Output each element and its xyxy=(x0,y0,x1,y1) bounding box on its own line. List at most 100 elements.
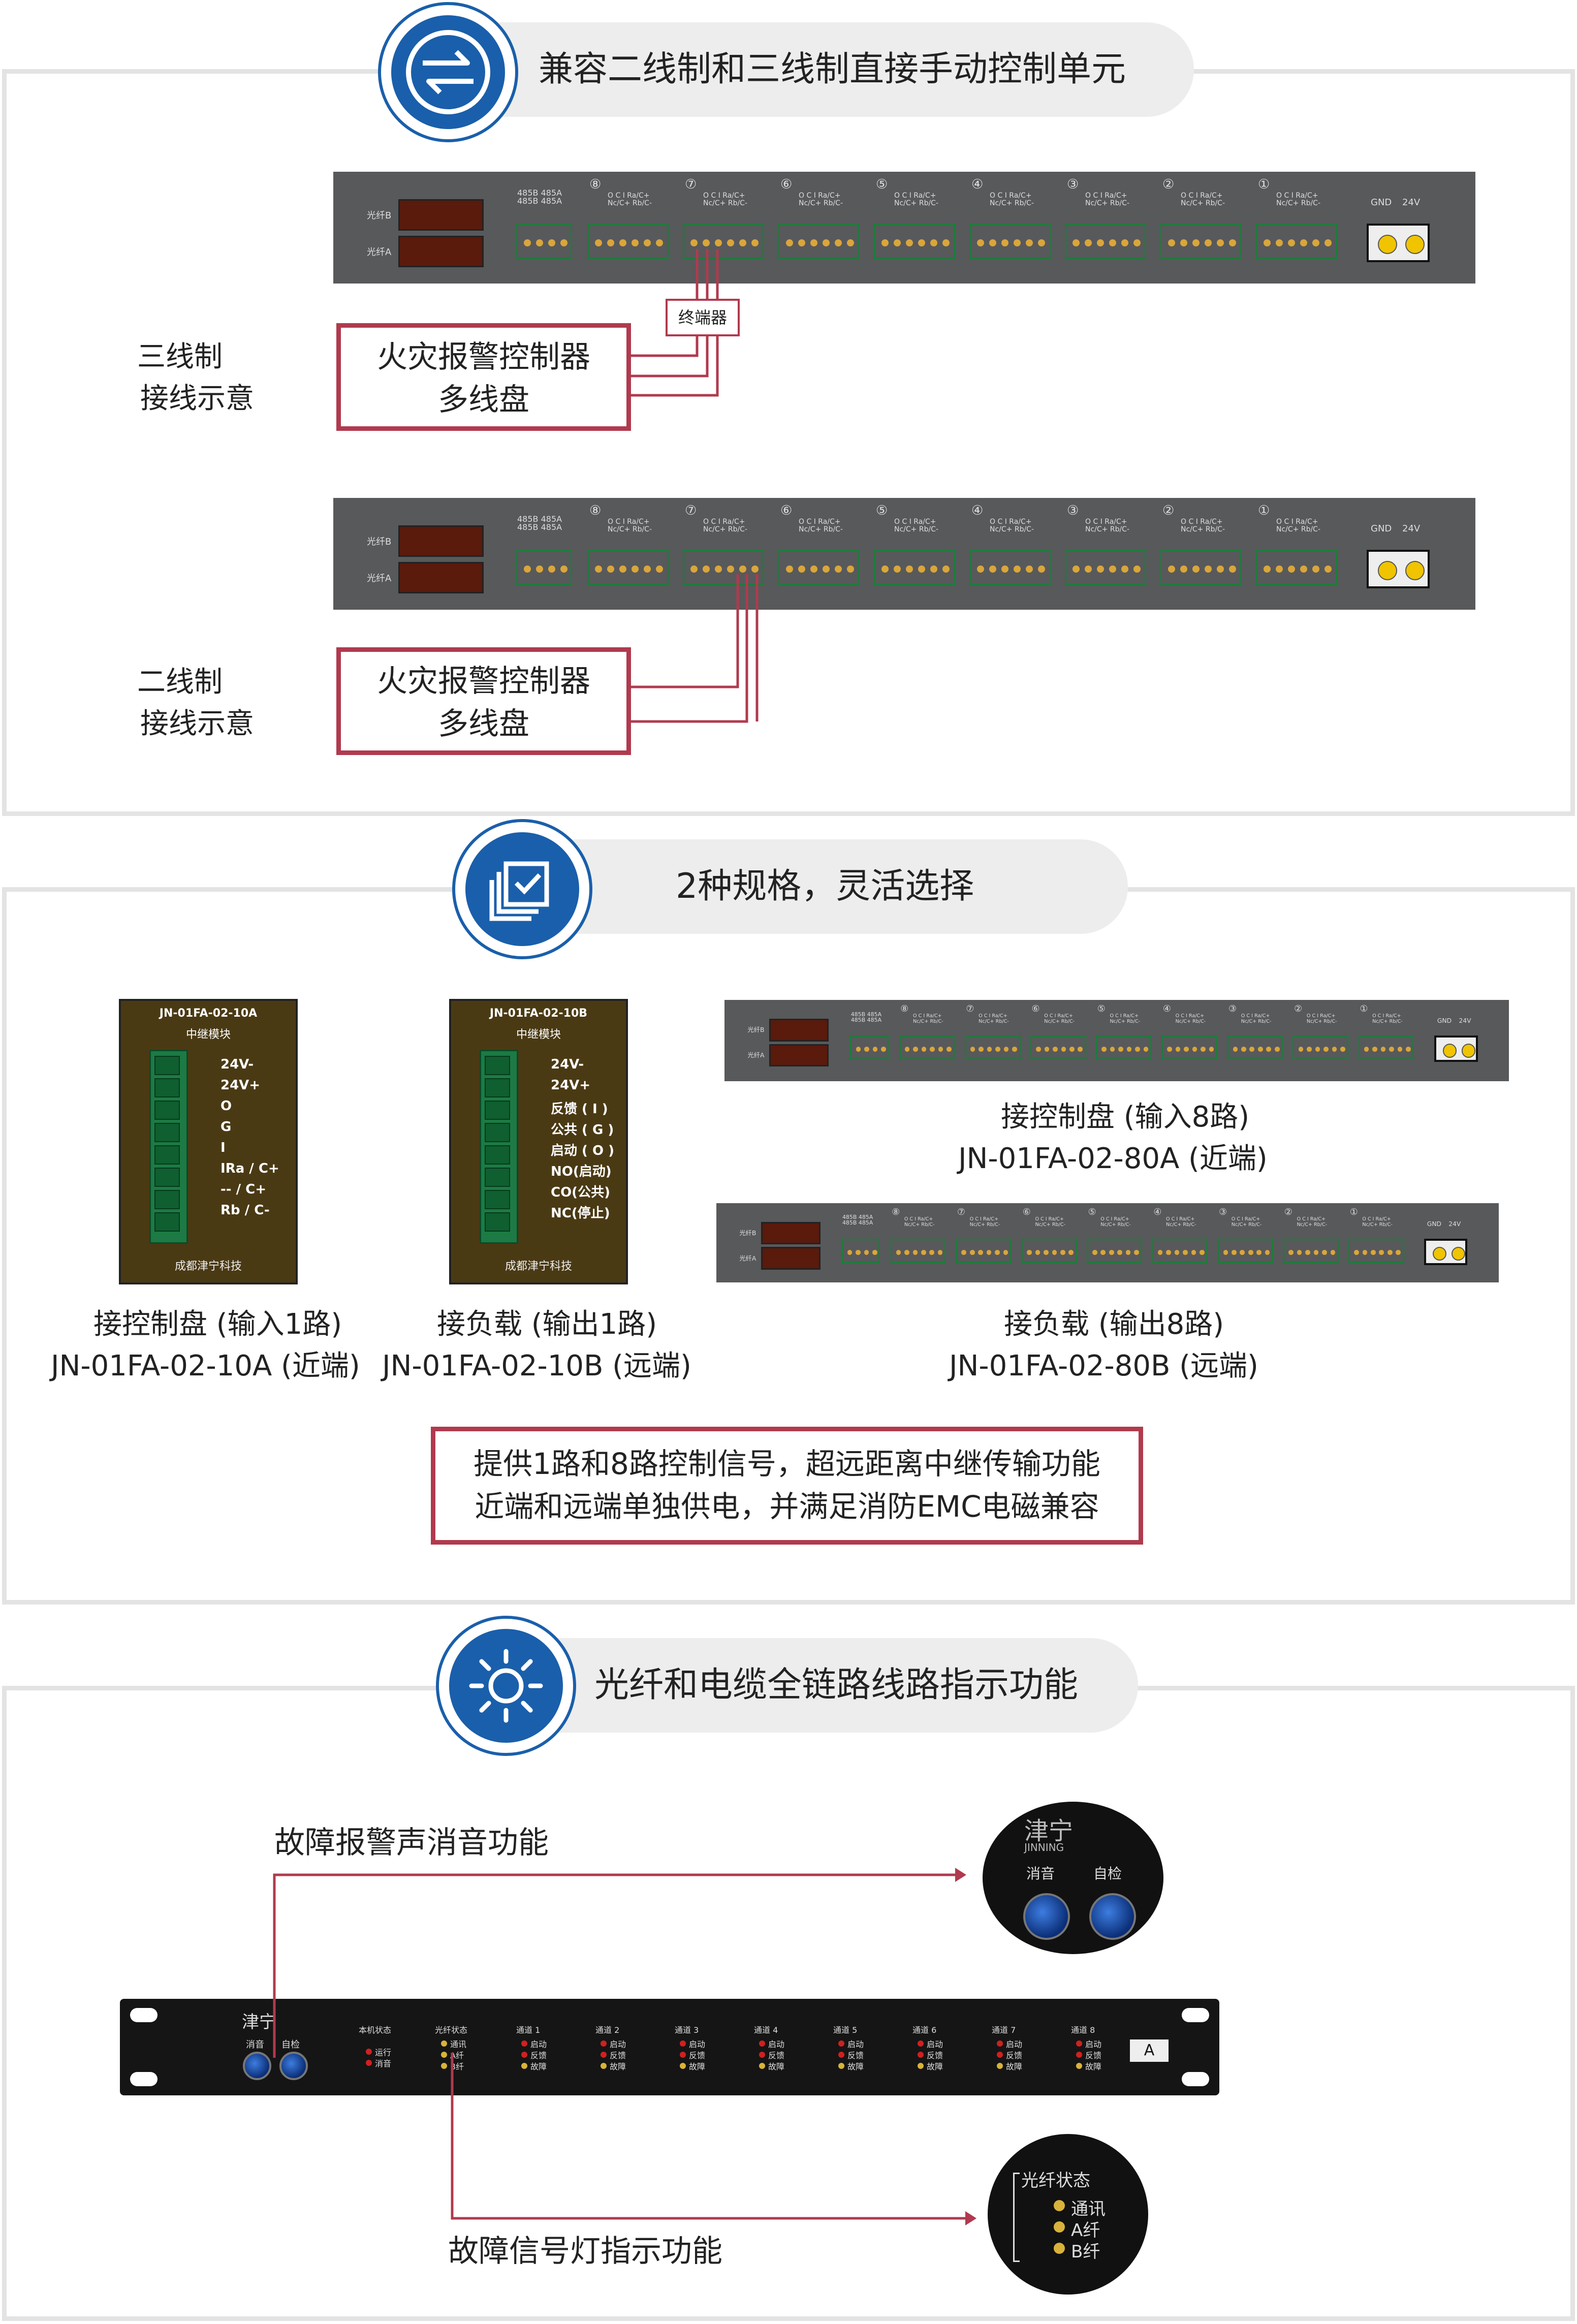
channel-item: 反馈 xyxy=(1006,2051,1023,2060)
terminal-dot xyxy=(1200,1250,1205,1255)
terminal-dot xyxy=(1085,239,1092,246)
channel-pins: O C I Ra/C+ Nc/C+ Rb/C- xyxy=(904,1216,935,1228)
terminal-screw xyxy=(154,1101,180,1120)
channel-item: 启动 xyxy=(1085,2039,1102,2049)
channel-terminal xyxy=(1283,1238,1339,1263)
terminal-pin-label: NC(停止) xyxy=(551,1206,610,1221)
terminal-dot xyxy=(1097,566,1104,573)
channel-terminal xyxy=(1160,550,1242,585)
terminal-dot xyxy=(979,1047,984,1052)
terminal-dot xyxy=(1003,1250,1008,1255)
led-yellow xyxy=(441,2040,447,2047)
channel-item: 故障 xyxy=(1085,2062,1102,2071)
module-10a-caption-2: JN-01FA-02-10A (近端) xyxy=(51,1349,360,1383)
led-yellow xyxy=(441,2052,447,2058)
channel-terminal xyxy=(1160,224,1242,259)
terminal-dot xyxy=(1068,1250,1074,1255)
channel-title: 通道 4 xyxy=(754,2025,778,2035)
screw-icon xyxy=(1405,561,1425,580)
terminal-dot xyxy=(1133,239,1141,246)
terminal-dot xyxy=(978,1250,983,1255)
led-red xyxy=(366,2060,372,2066)
selftest-button[interactable] xyxy=(279,2052,308,2080)
callout-led: 故障信号灯指示功能 xyxy=(448,2234,722,2269)
terminal-pin-label: 24V- xyxy=(551,1057,584,1072)
channel-terminal xyxy=(1217,1238,1273,1263)
local-status-item: 运行 xyxy=(375,2048,392,2057)
module-10a-caption-1: 接控制盘 (输入1路) xyxy=(93,1308,342,1341)
terminal-dot xyxy=(961,1250,967,1255)
terminal-dot xyxy=(872,1047,878,1052)
terminal-dot xyxy=(1121,239,1128,246)
terminal-dot xyxy=(977,566,984,573)
terminal-dot xyxy=(1097,239,1104,246)
led-channel xyxy=(838,2063,844,2069)
channel-item: 启动 xyxy=(610,2039,626,2049)
terminal-dot xyxy=(1191,1250,1196,1255)
section2-title-pill xyxy=(493,839,1128,934)
led-channel xyxy=(918,2052,924,2058)
sun-ray xyxy=(521,1659,533,1671)
terminal-dot xyxy=(987,1047,992,1052)
zoom-mute-button[interactable] xyxy=(1023,1893,1070,1940)
channel-number: ③ xyxy=(1067,503,1079,518)
terminal-dot xyxy=(1078,1047,1083,1052)
fiber-a-label: 光纤A xyxy=(367,573,392,584)
led-b xyxy=(1054,2243,1065,2254)
zoom-fiber-comm: 通讯 xyxy=(1071,2199,1106,2219)
terminal-dot xyxy=(798,239,805,246)
callout-mute: 故障报警声消音功能 xyxy=(274,1825,549,1861)
channel-terminal xyxy=(969,550,1051,585)
terminal-dot xyxy=(881,1047,886,1052)
rack-ear-slot xyxy=(130,2072,157,2086)
terminal-dot xyxy=(1340,1047,1345,1052)
terminal-dot xyxy=(1001,566,1008,573)
channel-number: ⑤ xyxy=(1088,1206,1096,1217)
terminal-dot xyxy=(644,566,651,573)
channel-item: 故障 xyxy=(927,2062,943,2071)
gnd-label: GND xyxy=(1371,197,1392,208)
terminal-pin-label: -- / C+ xyxy=(220,1182,267,1197)
power-terminal xyxy=(1424,1238,1468,1265)
channel-terminal xyxy=(1021,1238,1077,1263)
power-terminal xyxy=(1434,1035,1478,1062)
terminal-dot xyxy=(1012,1047,1017,1052)
terminal-dot xyxy=(1276,566,1283,573)
terminal-dot xyxy=(1035,1250,1040,1255)
mute-button[interactable] xyxy=(243,2052,271,2080)
terminal-dot xyxy=(904,1250,909,1255)
led-channel xyxy=(1076,2052,1082,2058)
led-channel xyxy=(997,2063,1003,2069)
terminal-screw xyxy=(485,1168,510,1187)
terminal-dot xyxy=(548,239,555,246)
channel-pins: O C I Ra/C+ Nc/C+ Rb/C- xyxy=(703,192,748,208)
channel-terminal xyxy=(890,1238,947,1263)
channel-pins: O C I Ra/C+ Nc/C+ Rb/C- xyxy=(799,192,843,208)
terminal-dot xyxy=(1157,1250,1163,1255)
channel-pins: O C I Ra/C+ Nc/C+ Rb/C- xyxy=(1085,192,1130,208)
terminal-dot xyxy=(823,566,830,573)
led-channel xyxy=(680,2052,686,2058)
zoom-brand-en: JINNING xyxy=(1024,1841,1064,1854)
channel-terminal xyxy=(1086,1238,1143,1263)
zoom-selftest-button[interactable] xyxy=(1089,1893,1136,1940)
terminal-dot xyxy=(921,1250,926,1255)
terminal-dot xyxy=(930,239,937,246)
terminal-screw xyxy=(154,1212,180,1232)
channel-terminal xyxy=(969,224,1051,259)
terminal-pin-label: 启动 ( O ) xyxy=(551,1143,615,1158)
bus-labels: 485B 485A 485B 485A xyxy=(842,1214,873,1227)
channel-item: 启动 xyxy=(768,2039,785,2049)
channel-pins: O C I Ra/C+ Nc/C+ Rb/C- xyxy=(1241,1013,1272,1025)
terminal-dot xyxy=(930,1047,935,1052)
terminal-pin-label: IRa / C+ xyxy=(220,1161,279,1176)
terminal-dot xyxy=(1241,1047,1246,1052)
terminal-pin-label: 24V+ xyxy=(220,1078,261,1093)
terminal-dot xyxy=(1036,1047,1041,1052)
module-10b-caption-1: 接负载 (输出1路) xyxy=(437,1308,657,1341)
led-channel xyxy=(759,2052,765,2058)
terminal-dot xyxy=(1276,239,1283,246)
channel-terminal xyxy=(1358,1035,1414,1060)
